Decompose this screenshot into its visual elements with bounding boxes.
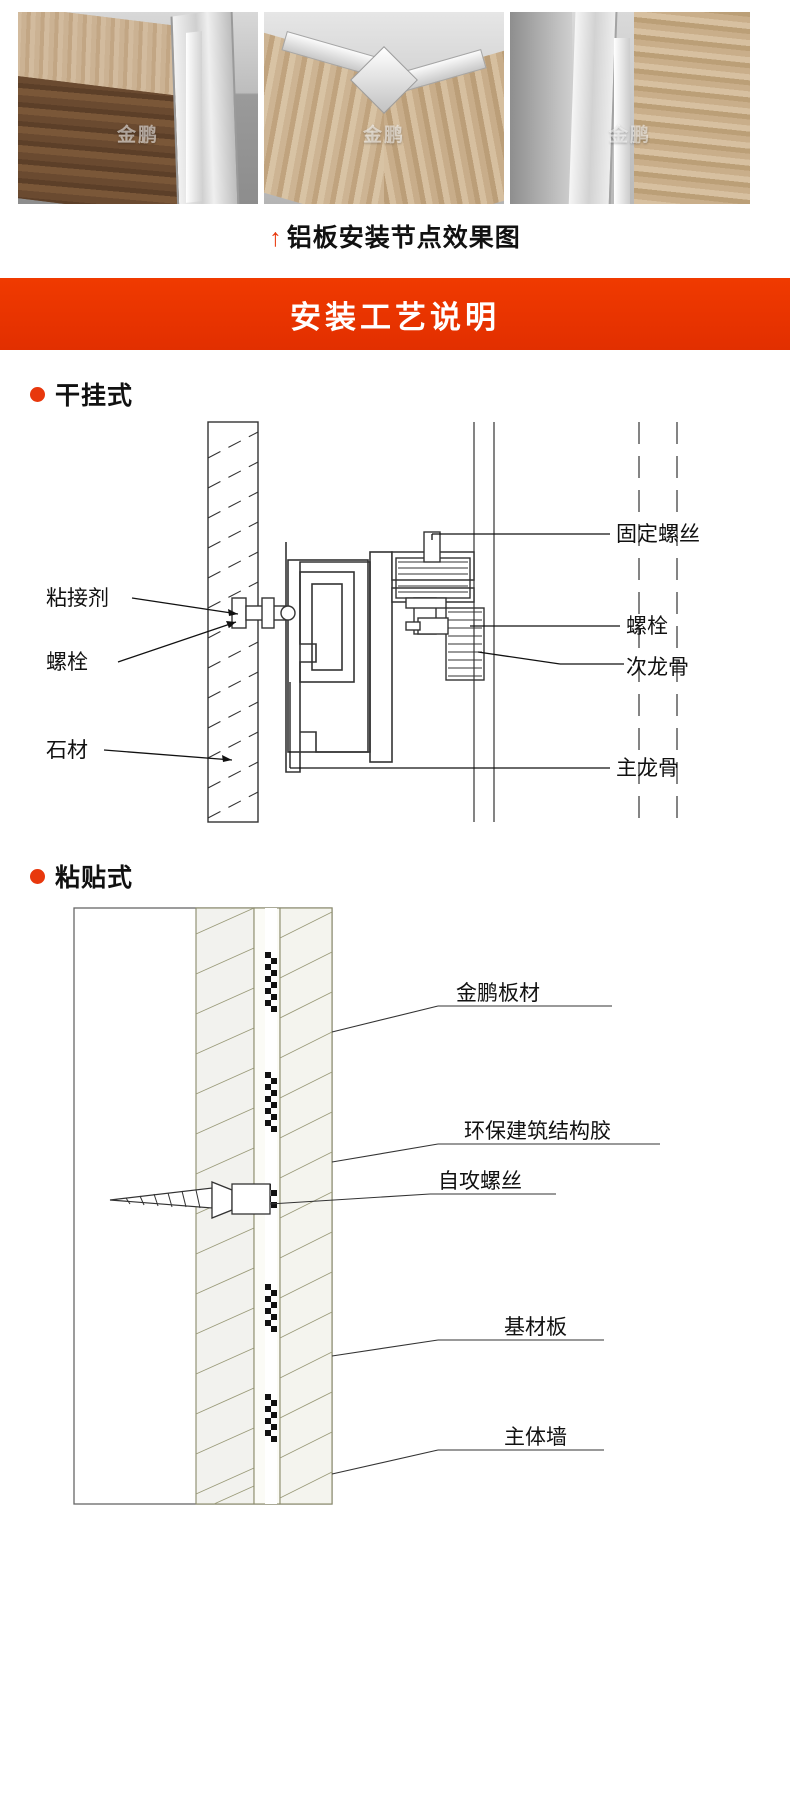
- reference-lines: [473, 422, 678, 822]
- diagram-dry-hang: 粘接剂 螺栓 石材 固定螺丝 螺栓 次龙骨 主龙骨: [0, 412, 790, 832]
- bullet-icon: [30, 868, 45, 884]
- label-fixing-screw: 固定螺丝: [616, 523, 700, 546]
- banner-title: 安装工艺说明: [290, 299, 500, 335]
- photo-strip-caption: ↑铝板安装节点效果图: [0, 218, 790, 254]
- structural-glue-layer: [265, 908, 277, 1504]
- section-banner: 安装工艺说明: [0, 278, 790, 350]
- label-panel: 金鹏板材: [456, 982, 540, 1005]
- label-adhesive: 粘接剂: [46, 587, 109, 610]
- section-title-adhesive-paste: 粘贴式: [55, 864, 134, 892]
- label-bolt-right: 螺栓: [626, 615, 668, 638]
- secondary-keel: [405, 607, 485, 681]
- photo-aluminum-channel-wood-board: 金鹏: [510, 12, 750, 204]
- self-tapping-screw: [109, 1181, 271, 1219]
- label-stone: 石材: [46, 739, 88, 762]
- keel-profile: [285, 542, 393, 773]
- diagram-adhesive-paste: 金鹏板材 环保建筑结构胶 自攻螺丝 基材板 主体墙: [0, 894, 790, 1514]
- photo-aluminum-trim-wood-panel-corner: 金鹏: [18, 12, 258, 204]
- bolt-assembly-left: [231, 597, 296, 629]
- label-structural-glue: 环保建筑结构胶: [464, 1120, 611, 1143]
- bullet-icon: [30, 386, 45, 402]
- product-detail-page: 金鹏 金鹏 金鹏 ↑铝板安装节点效果图 安装工艺说明 干挂式: [0, 0, 790, 1514]
- section-header-adhesive-paste: 粘贴式: [0, 832, 790, 894]
- caption-text: 铝板安装节点效果图: [286, 224, 521, 252]
- photo-strip: 金鹏 金鹏 金鹏: [0, 0, 790, 204]
- label-substrate-board: 基材板: [504, 1316, 567, 1339]
- photo-external-corner-joint-detail: 金鹏: [264, 12, 504, 204]
- section-header-dry-hang: 干挂式: [0, 350, 790, 412]
- leader-lines: [103, 533, 624, 769]
- label-secondary-keel: 次龙骨: [626, 656, 689, 679]
- label-main-wall: 主体墙: [504, 1426, 567, 1449]
- section-title-dry-hang: 干挂式: [55, 382, 134, 410]
- label-main-keel: 主龙骨: [616, 757, 679, 780]
- label-bolt-left: 螺栓: [46, 651, 88, 674]
- leader-lines: [269, 1005, 660, 1475]
- panel-layer: [279, 907, 333, 1505]
- label-self-tapping-screw: 自攻螺丝: [438, 1170, 522, 1193]
- up-arrow-icon: ↑: [269, 224, 283, 252]
